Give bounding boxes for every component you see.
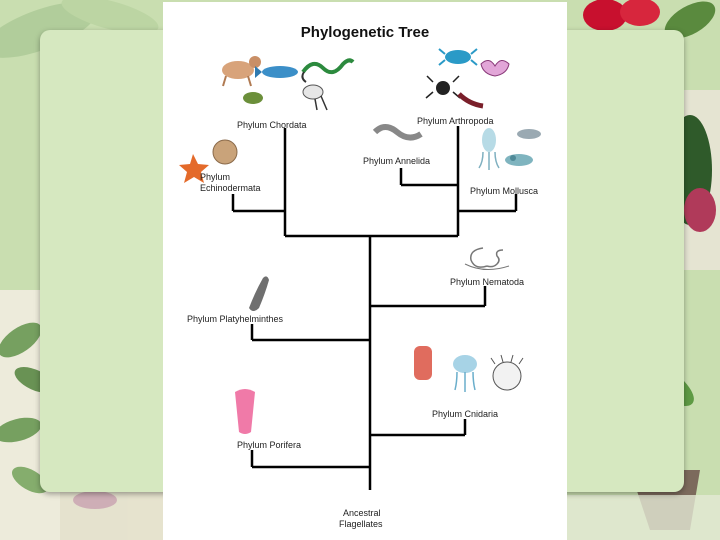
label-arthropoda: Phylum Arthropoda xyxy=(417,116,494,126)
tree-graphics xyxy=(179,48,541,490)
platyhelminthes-flatworm-icon xyxy=(249,276,269,311)
annelida-worm-icon xyxy=(372,124,423,141)
mollusca-animals-icon xyxy=(478,128,541,170)
porifera-sponge-icon xyxy=(235,389,255,434)
label-echinodermata-line2: Echinodermata xyxy=(200,183,261,193)
diagram-title: Phylogenetic Tree xyxy=(300,24,430,41)
arthropoda-animals-icon xyxy=(425,48,510,109)
label-root-line2: Flagellates xyxy=(339,519,383,529)
echinodermata-animals-icon xyxy=(179,139,238,183)
label-cnidaria: Phylum Cnidaria xyxy=(432,409,499,419)
label-chordata: Phylum Chordata xyxy=(237,120,307,130)
cnidaria-animals-icon xyxy=(414,346,524,392)
label-root-line1: Ancestral xyxy=(343,508,381,518)
tree-branches xyxy=(231,126,518,490)
label-mollusca: Phylum Mollusca xyxy=(470,186,539,196)
red-flower-illustration xyxy=(583,0,716,39)
label-porifera: Phylum Porifera xyxy=(237,440,302,450)
label-annelida: Phylum Annelida xyxy=(363,156,431,166)
label-echinodermata-line1: Phylum xyxy=(200,172,231,182)
label-nematoda: Phylum Nematoda xyxy=(450,277,525,287)
label-platyhelminthes: Phylum Platyhelminthes xyxy=(187,314,284,324)
chordata-animals-icon xyxy=(222,56,355,111)
phylogenetic-tree-diagram: Phylogenetic Tree Phylum Chordata Phylum… xyxy=(163,2,567,540)
nematoda-worm-icon xyxy=(464,247,510,270)
